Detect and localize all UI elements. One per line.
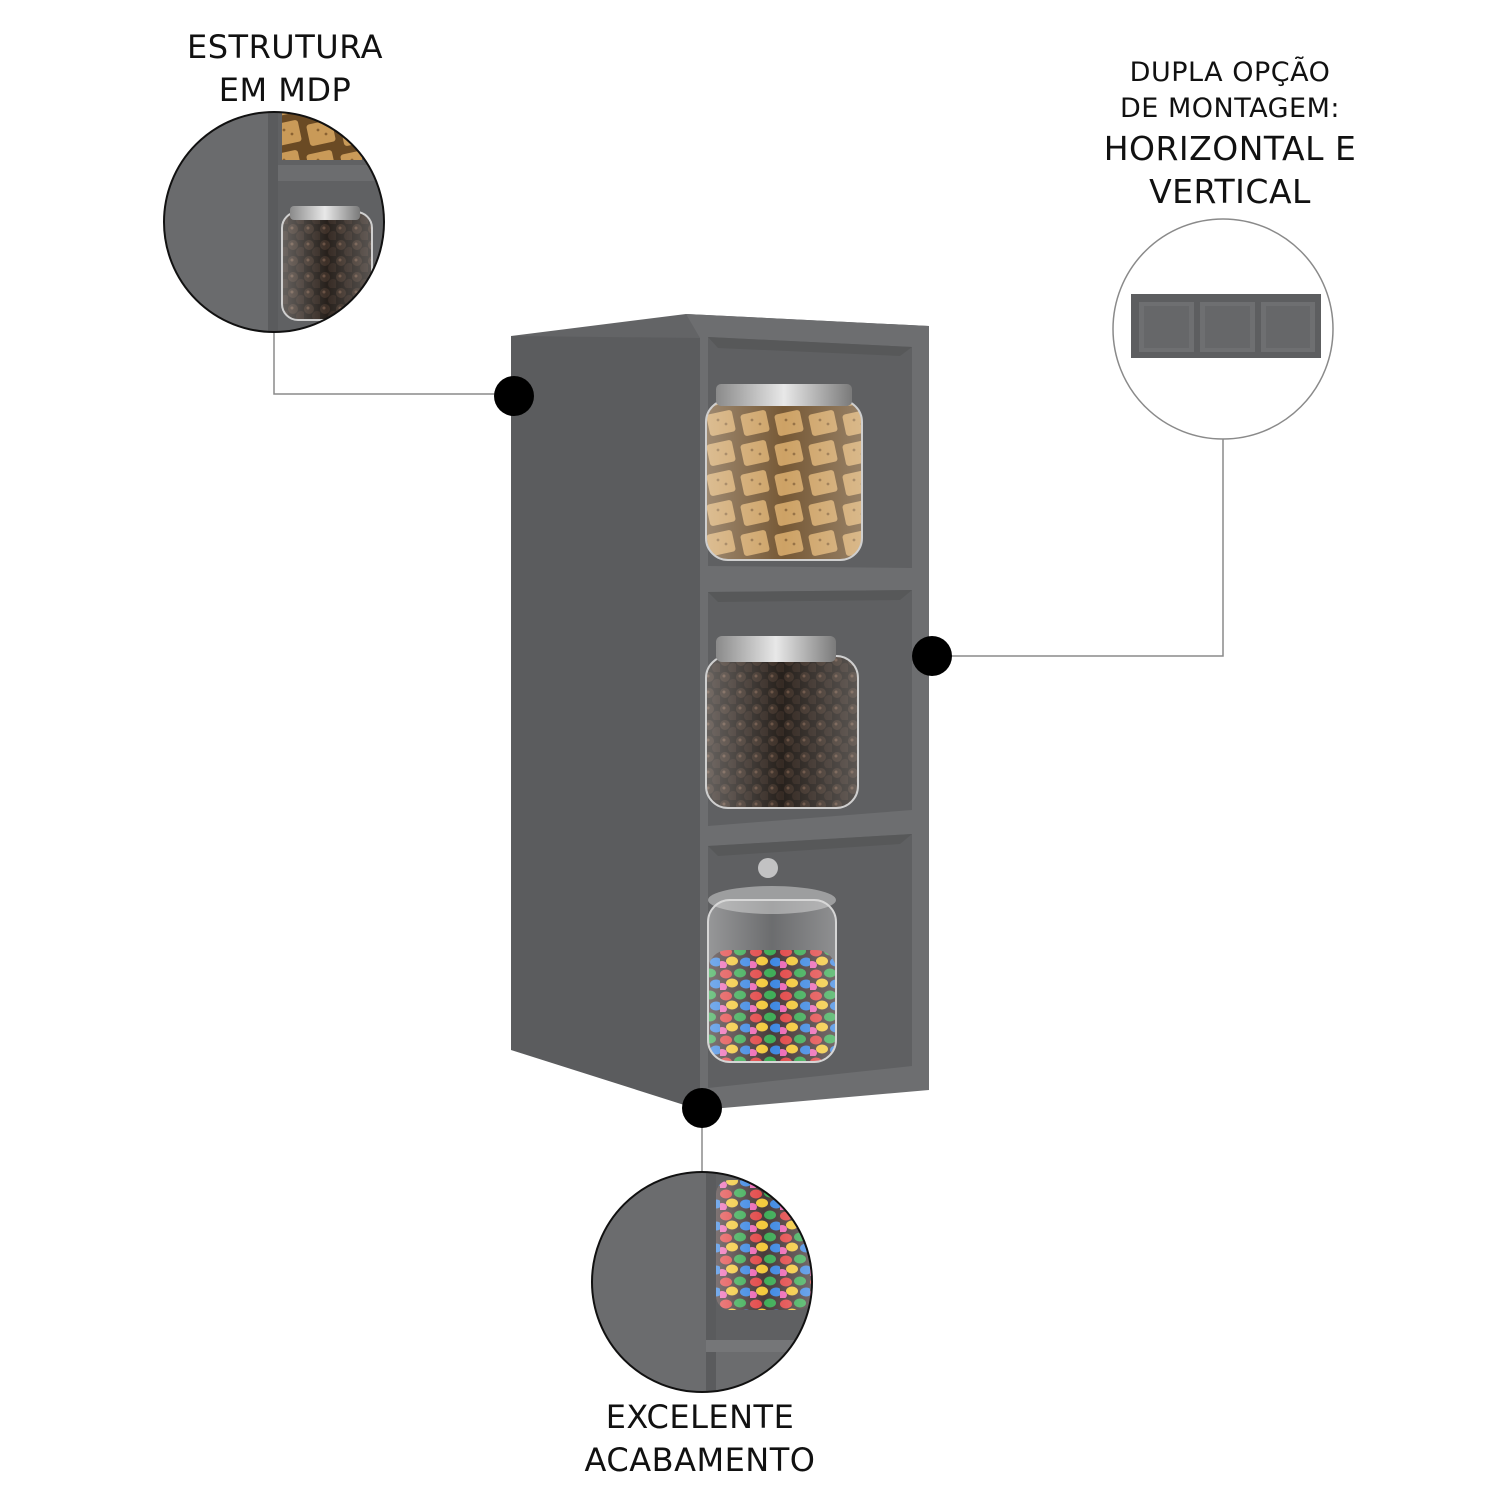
jar-chocolate [705,636,859,809]
callout-mounting-label: DUPLA OPÇÃO DE MONTAGEM: HORIZONTAL E VE… [1085,55,1375,213]
callout-structure-label: ESTRUTURA EM MDP [150,26,420,112]
detail-circle-structure [163,111,385,333]
callout-mounting-line3: HORIZONTAL E [1103,129,1357,168]
callout-mounting-line4: VERTICAL [1149,172,1311,211]
callout-mounting-line1: DUPLA OPÇÃO [1129,57,1331,88]
marker-dot-finish [682,1088,722,1128]
callout-structure-line1: ESTRUTURA [186,28,384,66]
detail-circle-finish [591,1171,813,1393]
jar-crackers [705,383,863,561]
cabinet-side-panel [511,336,700,1110]
marker-dot-structure [494,376,534,416]
callout-mounting-line2: DE MONTAGEM: [1120,93,1340,124]
leader-line-mounting [932,439,1224,657]
callout-finish-line2: ACABAMENTO [584,1441,816,1479]
leader-line-structure [273,332,514,395]
jar-candies [707,858,837,1063]
horizontal-cabinet-icon [1131,294,1321,358]
callout-structure-line2: EM MDP [218,71,352,109]
callout-finish-line1: EXCELENTE [605,1398,795,1436]
marker-dot-mounting [912,636,952,676]
callout-finish-label: EXCELENTE ACABAMENTO [540,1396,860,1482]
detail-circle-mounting [1112,218,1334,440]
